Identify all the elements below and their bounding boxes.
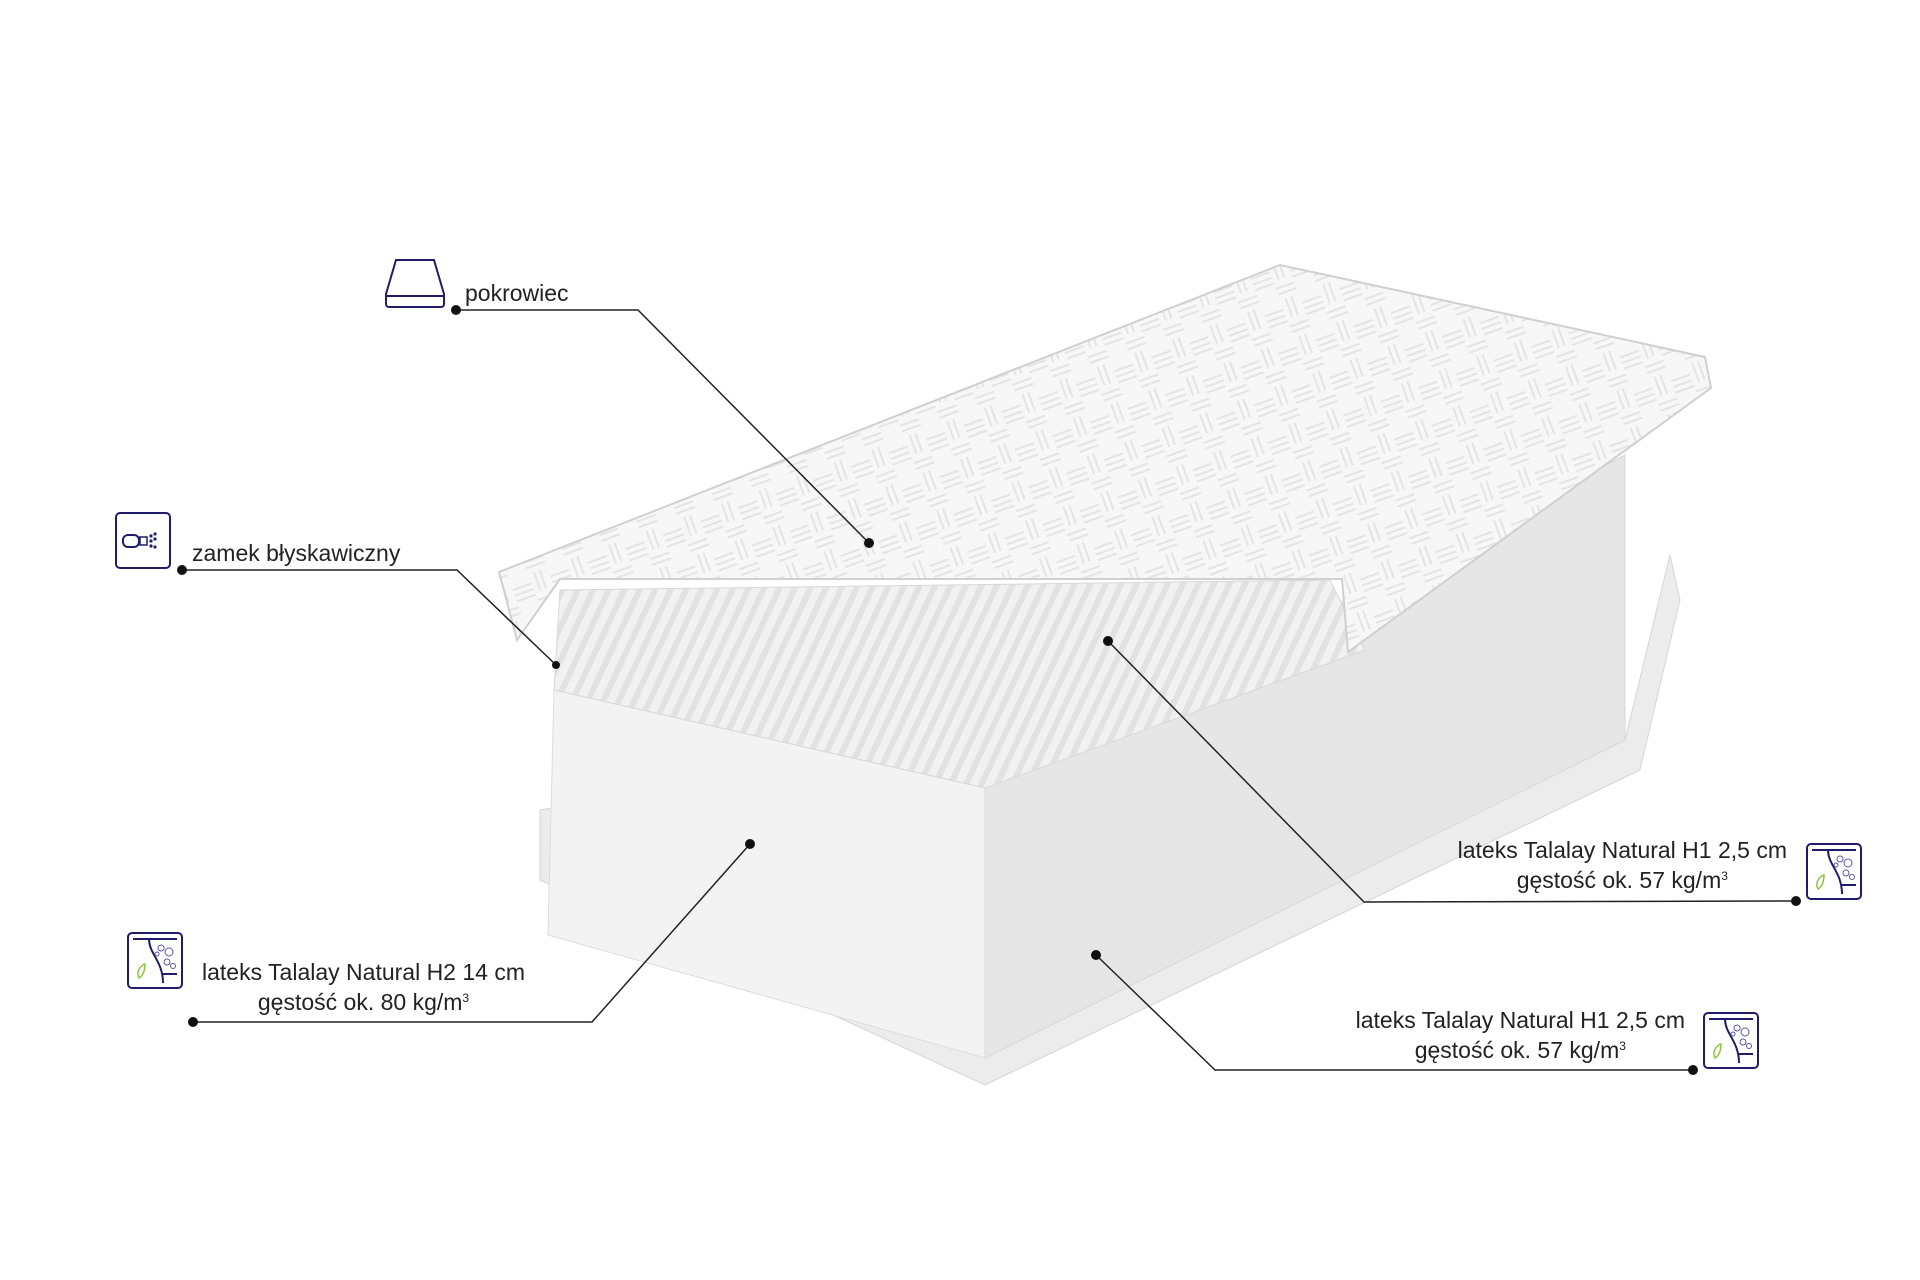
natural-latex-icon [1703,1012,1759,1069]
zipper-icon [115,512,171,569]
bottom-latex-label: lateks Talalay Natural H1 2,5 cm gęstość… [1356,1005,1685,1065]
cover-top [497,263,1713,654]
zipper-label: zamek błyskawiczny [192,540,401,566]
top-latex-layer [553,579,1366,789]
bottom-latex-line1: lateks Talalay Natural H1 2,5 cm [1355,1007,1685,1033]
mattress-cover-icon [385,259,445,308]
leader-lines [182,309,1797,1071]
core-latex-line1: lateks Talalay Natural H2 14 cm [202,959,525,985]
top-latex-label: lateks Talalay Natural H1 2,5 cm gęstość… [1458,835,1787,895]
top-latex-line2: gęstość ok. 57 kg/m3 [1516,867,1728,893]
cover-label: pokrowiec [465,280,569,306]
core-latex-line2: gęstość ok. 80 kg/m3 [257,989,470,1015]
top-latex-line1: lateks Talalay Natural H1 2,5 cm [1457,837,1787,863]
leader-dots [177,305,1801,1075]
natural-latex-icon [1806,843,1862,900]
natural-latex-icon [127,932,183,989]
bottom-latex-line2: gęstość ok. 57 kg/m3 [1414,1037,1626,1063]
core-latex-label: lateks Talalay Natural H2 14 cm gęstość … [202,957,525,1017]
